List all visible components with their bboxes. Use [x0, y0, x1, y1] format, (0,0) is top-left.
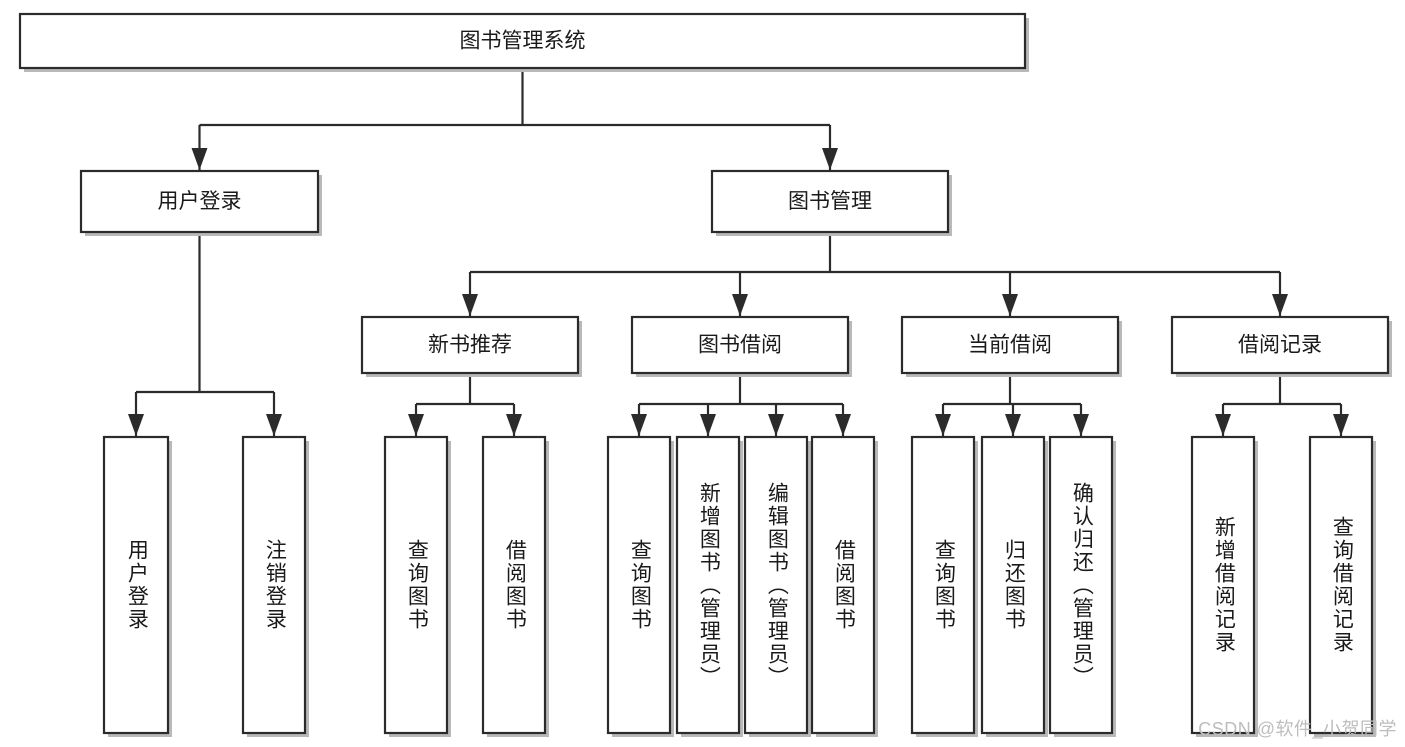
arrow-head-icon: [935, 414, 951, 436]
level2-node-1[interactable]: [710, 169, 950, 234]
arrow-head-icon: [506, 414, 522, 436]
leaf-node-5[interactable]: [675, 435, 741, 735]
connector-layer: [128, 68, 1349, 436]
watermark: CSDN @软件_小贺同学: [1198, 719, 1397, 739]
level3-node-3[interactable]: [1170, 315, 1390, 375]
node-label: 用户登录: [158, 190, 242, 213]
leaf-node-9[interactable]: [980, 435, 1046, 735]
node-label: 借阅记录: [1238, 334, 1322, 357]
node-label: 图书借阅: [698, 334, 782, 357]
root-node-book-management-system[interactable]: [18, 12, 1027, 70]
level2-node-0[interactable]: [79, 169, 320, 234]
arrow-head-icon: [408, 414, 424, 436]
node-label: 图书管理: [788, 190, 872, 213]
arrow-head-icon: [128, 414, 144, 436]
arrow-head-icon: [822, 148, 838, 170]
arrow-head-icon: [1272, 294, 1288, 316]
arrow-head-icon: [1005, 414, 1021, 436]
arrow-head-icon: [631, 414, 647, 436]
leaf-node-4[interactable]: [606, 435, 672, 735]
leaf-node-12[interactable]: [1308, 435, 1374, 735]
leaf-node-0[interactable]: [102, 435, 170, 735]
level3-node-0[interactable]: [360, 315, 580, 375]
node-box-layer: [18, 12, 1392, 737]
leaf-node-10[interactable]: [1048, 435, 1114, 735]
arrow-head-icon: [1215, 414, 1231, 436]
arrow-head-icon: [266, 414, 282, 436]
leaf-node-11[interactable]: [1190, 435, 1256, 735]
arrow-head-icon: [835, 414, 851, 436]
level3-node-1[interactable]: [630, 315, 850, 375]
arrow-head-icon: [768, 414, 784, 436]
node-label: 当前借阅: [968, 334, 1052, 357]
node-label: 新书推荐: [428, 334, 512, 357]
arrow-head-icon: [191, 148, 208, 170]
arrow-head-icon: [1333, 414, 1349, 436]
leaf-node-8[interactable]: [910, 435, 976, 735]
arrow-head-icon: [1073, 414, 1089, 436]
leaf-node-6[interactable]: [743, 435, 809, 735]
node-label: 图书管理系统: [460, 30, 586, 53]
arrow-head-icon: [1002, 294, 1018, 316]
arrow-head-icon: [700, 414, 716, 436]
leaf-node-3[interactable]: [481, 435, 547, 735]
level3-node-2[interactable]: [900, 315, 1120, 375]
arrow-head-icon: [462, 294, 478, 316]
leaf-node-1[interactable]: [241, 435, 307, 735]
leaf-node-7[interactable]: [810, 435, 876, 735]
arrow-head-icon: [732, 294, 748, 316]
leaf-node-2[interactable]: [383, 435, 449, 735]
